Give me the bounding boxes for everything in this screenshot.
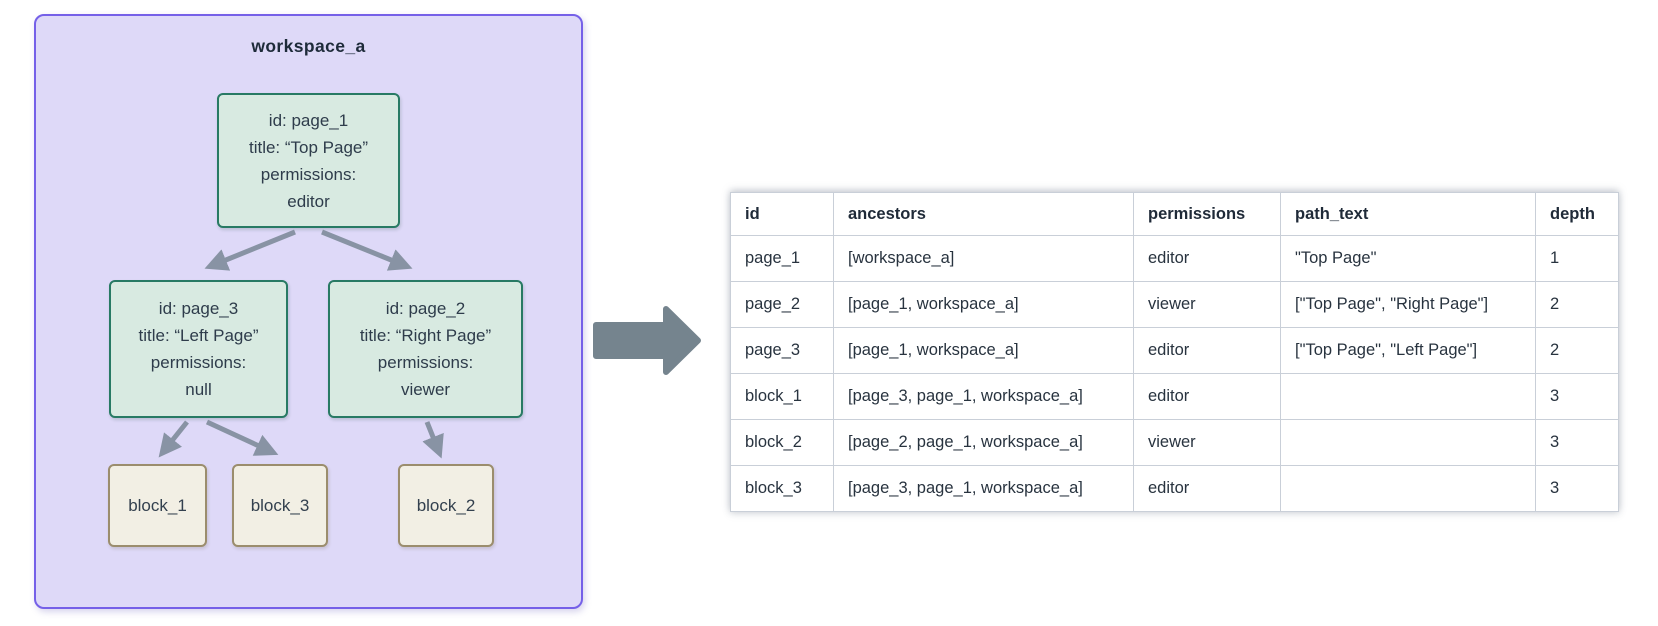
cell-depth: 1 [1535, 235, 1619, 282]
cell-permissions: viewer [1133, 281, 1281, 328]
cell-depth: 3 [1535, 465, 1619, 512]
column-header-depth: depth [1535, 192, 1619, 236]
cell-id: page_2 [730, 281, 834, 328]
cell-path-text [1280, 419, 1536, 466]
cell-ancestors: [page_3, page_1, workspace_a] [833, 465, 1134, 512]
cell-path-text: "Top Page" [1280, 235, 1536, 282]
cell-depth: 2 [1535, 281, 1619, 328]
node-page-3: id: page_3 title: “Left Page” permission… [109, 280, 288, 418]
cell-permissions: viewer [1133, 419, 1281, 466]
node-block-3: block_3 [232, 464, 328, 547]
cell-depth: 2 [1535, 327, 1619, 374]
table-row: page_1 [workspace_a] editor "Top Page" 1 [730, 235, 1619, 282]
table-row: page_2 [page_1, workspace_a] viewer ["To… [730, 281, 1619, 328]
cell-ancestors: [page_3, page_1, workspace_a] [833, 373, 1134, 420]
column-header-path-text: path_text [1280, 192, 1536, 236]
node-line-id: id: page_1 [268, 110, 349, 130]
table-row: block_3 [page_3, page_1, workspace_a] ed… [730, 465, 1619, 512]
cell-path-text [1280, 373, 1536, 420]
node-line-id: id: page_3 [158, 299, 239, 318]
column-header-ancestors: ancestors [833, 192, 1134, 236]
node-block-1: block_1 [108, 464, 207, 547]
result-table: id ancestors permissions path_text depth… [730, 192, 1619, 512]
cell-id: block_1 [730, 373, 834, 420]
column-header-permissions: permissions [1133, 192, 1281, 236]
cell-path-text: ["Top Page", "Left Page"] [1280, 327, 1536, 374]
node-line-permissions: permissions: [377, 353, 474, 372]
cell-permissions: editor [1133, 327, 1281, 374]
cell-id: block_2 [730, 419, 834, 466]
block-label: block_2 [416, 495, 476, 515]
node-line-title: title: “Left Page” [138, 326, 259, 345]
cell-id: page_1 [730, 235, 834, 282]
node-page-2: id: page_2 title: “Right Page” permissio… [328, 280, 523, 418]
cell-ancestors: [workspace_a] [833, 235, 1134, 282]
table-row: page_3 [page_1, workspace_a] editor ["To… [730, 327, 1619, 374]
workspace-title: workspace_a [251, 36, 366, 56]
column-header-id: id [730, 192, 834, 236]
node-line-permissions: permissions: [260, 164, 357, 184]
node-line-permission-value: null [185, 380, 212, 399]
cell-path-text [1280, 465, 1536, 512]
cell-permissions: editor [1133, 235, 1281, 282]
cell-ancestors: [page_2, page_1, workspace_a] [833, 419, 1134, 466]
cell-id: page_3 [730, 327, 834, 374]
node-line-permissions: permissions: [150, 353, 247, 372]
cell-permissions: editor [1133, 465, 1281, 512]
cell-permissions: editor [1133, 373, 1281, 420]
cell-id: block_3 [730, 465, 834, 512]
cell-depth: 3 [1535, 419, 1619, 466]
table-row: block_2 [page_2, page_1, workspace_a] vi… [730, 419, 1619, 466]
table-header-row: id ancestors permissions path_text depth [730, 192, 1619, 236]
node-line-permission-value: editor [287, 191, 330, 211]
node-line-id: id: page_2 [385, 299, 466, 318]
cell-path-text: ["Top Page", "Right Page"] [1280, 281, 1536, 328]
node-line-title: title: “Top Page” [248, 137, 369, 157]
block-label: block_3 [250, 495, 310, 515]
block-label: block_1 [128, 495, 187, 515]
cell-ancestors: [page_1, workspace_a] [833, 281, 1134, 328]
node-line-permission-value: viewer [400, 380, 451, 399]
cell-ancestors: [page_1, workspace_a] [833, 327, 1134, 374]
table-row: block_1 [page_3, page_1, workspace_a] ed… [730, 373, 1619, 420]
node-page-1: id: page_1 title: “Top Page” permissions… [217, 93, 400, 228]
node-line-title: title: “Right Page” [359, 326, 492, 345]
node-block-2: block_2 [398, 464, 494, 547]
cell-depth: 3 [1535, 373, 1619, 420]
